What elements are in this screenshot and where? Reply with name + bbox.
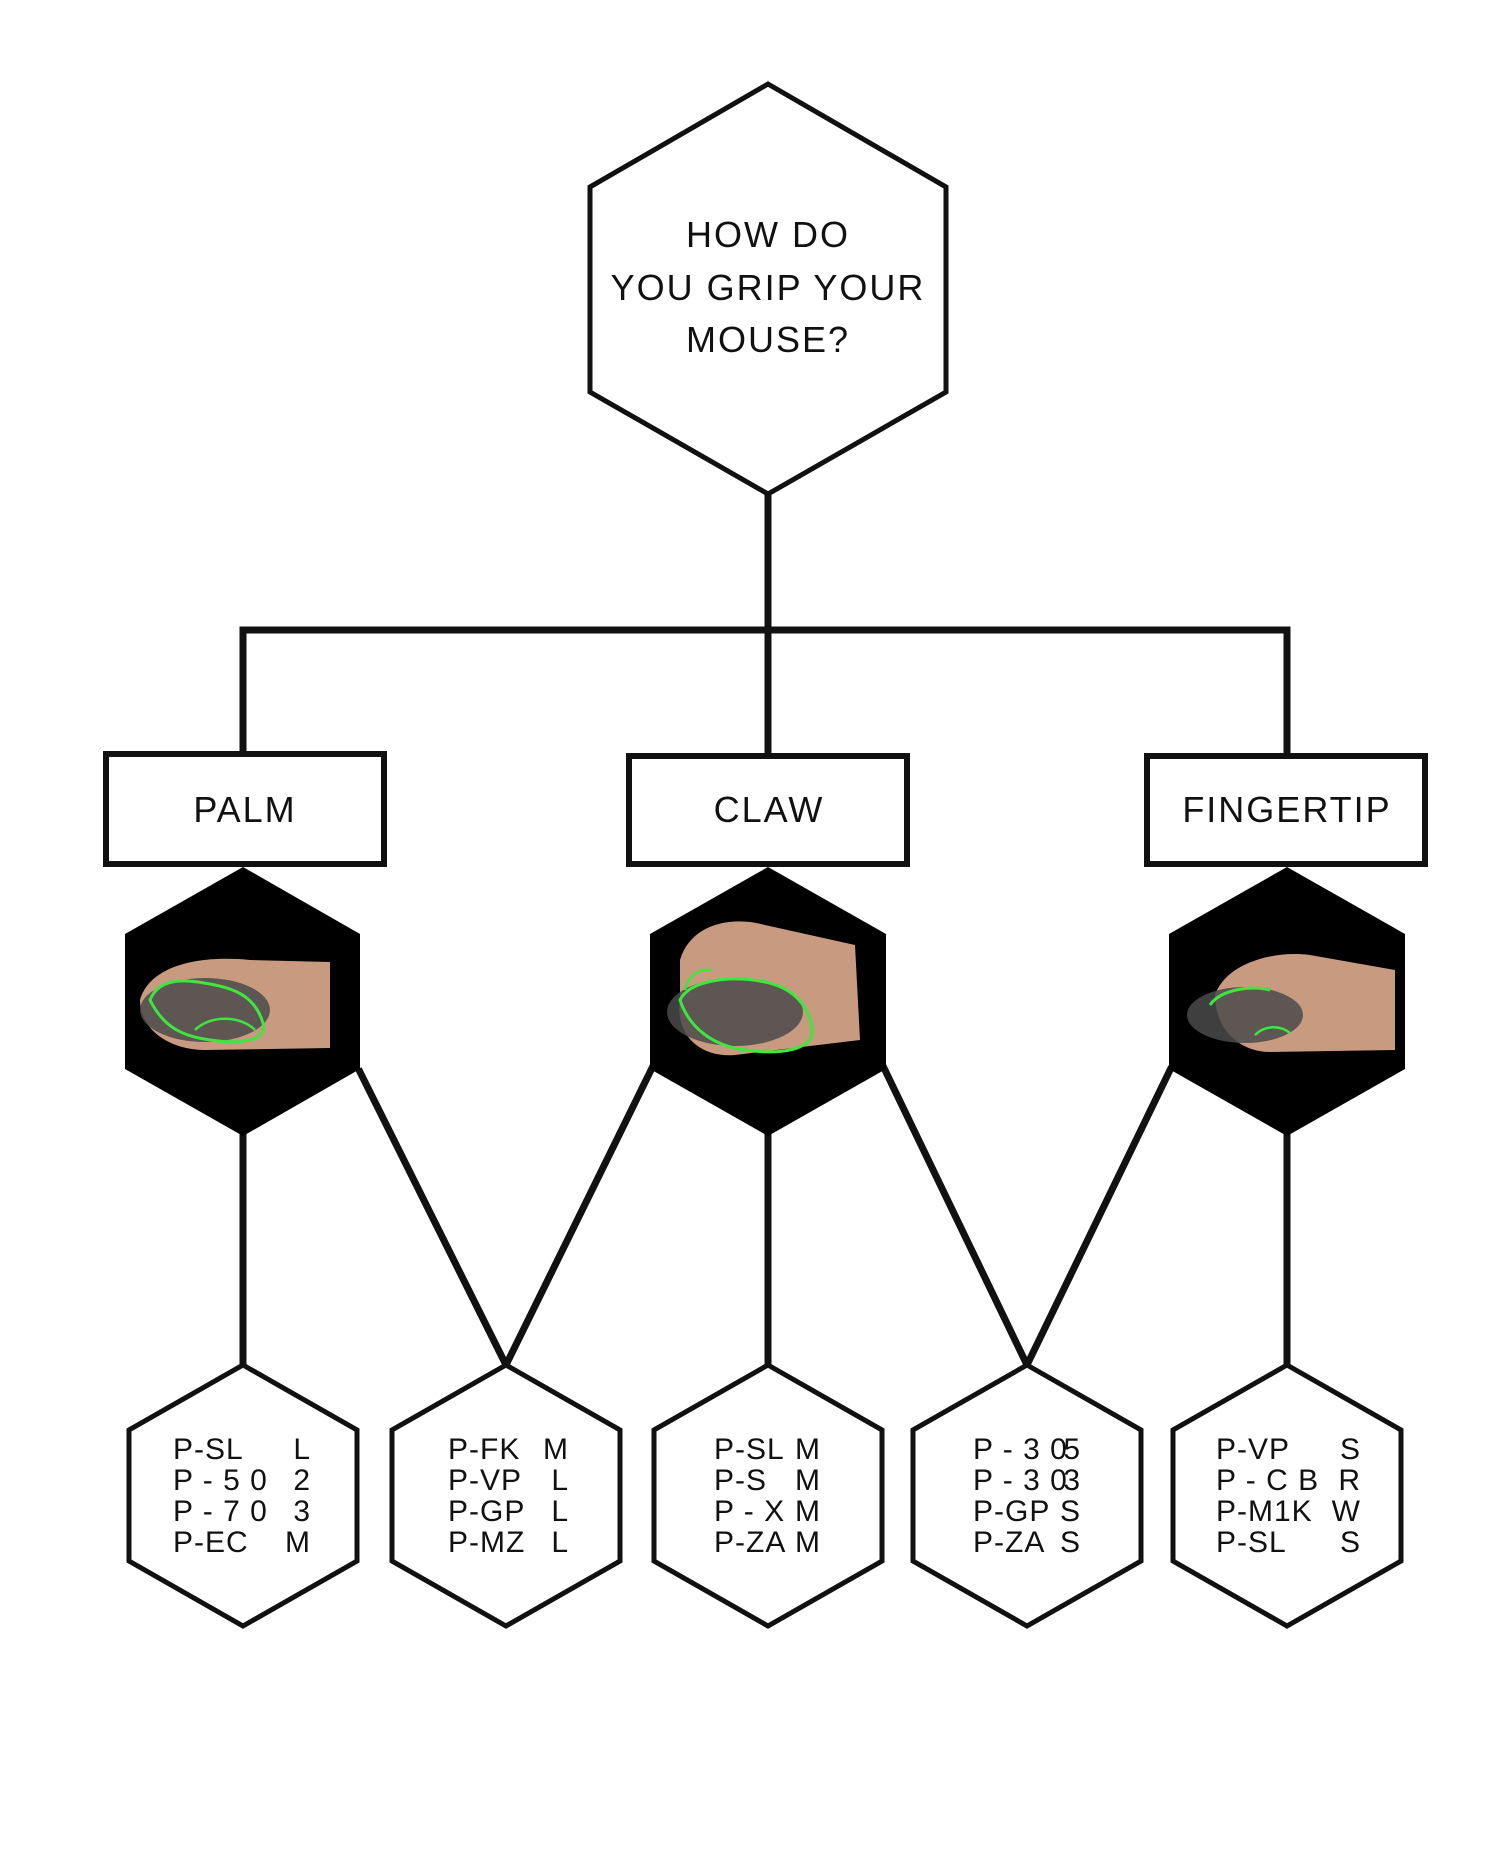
result-3-row-2-size: M [795, 1464, 821, 1497]
connector-palm-result-2 [355, 1067, 511, 1370]
result-1-row-1-model: P-SL [173, 1433, 244, 1466]
result-hexagon-4 [910, 1362, 1144, 1629]
result-3-row-3-size: M [795, 1495, 821, 1528]
result-3-row-2-model: P-S [714, 1464, 767, 1497]
category-palm-box [103, 751, 387, 867]
result-4-row-2-model: P - 3 0 [973, 1464, 1068, 1497]
question-line-2: YOU GRIP YOUR [611, 267, 926, 308]
result-4-row-3-size: S [1060, 1495, 1081, 1528]
result-5-row-4-size: S [1340, 1526, 1361, 1559]
result-5-row-2-model: P - C B [1216, 1464, 1319, 1497]
result-hexagon-2 [389, 1362, 623, 1629]
result-4-row-4-model: P-ZA [973, 1526, 1045, 1559]
connector-lines [239, 488, 1291, 1370]
result-2-row-3-size: L [551, 1495, 569, 1528]
palm-grip-hand-icon [125, 867, 360, 1136]
result-4-row-4-size: S [1060, 1526, 1081, 1559]
fingertip-grip-hand-icon [1169, 867, 1405, 1136]
result-1-row-2-model: P - 5 0 [173, 1464, 268, 1497]
category-fingertip-box [1144, 753, 1428, 867]
question-line-3: MOUSE? [686, 319, 850, 360]
result-2-row-2-model: P-VP [448, 1464, 522, 1497]
result-4-row-1-size: 5 [1063, 1433, 1081, 1466]
category-fingertip: FINGERTIP [1144, 753, 1428, 867]
result-node-2: P-FK M P-VP L P-GP L P-MZ L [389, 1362, 623, 1629]
result-node-1: P-SL L P - 5 0 2 P - 7 0 3 P-EC M [126, 1362, 360, 1629]
result-3-row-1-model: P-SL [714, 1433, 785, 1466]
result-node-4: P - 3 0 5 P - 3 0 3 P-GP S P-ZA S [910, 1362, 1144, 1629]
result-1-row-4-model: P-EC [173, 1526, 249, 1559]
category-claw-label: CLAW [714, 789, 825, 830]
question-line-1: HOW DO [686, 214, 850, 255]
result-2-row-4-size: L [551, 1526, 569, 1559]
category-claw: CLAW [626, 753, 910, 867]
result-node-5: P-VP S P - C B R P-M1K W P-SL S [1170, 1362, 1404, 1629]
result-1-row-1-size: L [293, 1433, 311, 1466]
result-1-row-2-size: 2 [293, 1464, 311, 1497]
claw-grip-hand-icon [650, 867, 886, 1136]
result-3-row-4-model: P-ZA [714, 1526, 786, 1559]
result-5-row-4-model: P-SL [1216, 1526, 1287, 1559]
result-1-row-3-size: 3 [293, 1495, 311, 1528]
result-hexagon-1 [126, 1362, 360, 1629]
result-4-row-1-model: P - 3 0 [973, 1433, 1068, 1466]
result-5-row-1-size: S [1340, 1433, 1361, 1466]
category-claw-box [626, 753, 910, 867]
result-5-row-3-size: W [1332, 1495, 1361, 1528]
result-2-row-2-size: L [551, 1464, 569, 1497]
connector-fingertip-result-4 [1022, 1065, 1175, 1370]
result-3-row-1-size: M [795, 1433, 821, 1466]
result-5-row-2-size: R [1338, 1464, 1361, 1497]
connector-claw-result-2 [501, 1063, 657, 1370]
result-1-row-3-model: P - 7 0 [173, 1495, 268, 1528]
result-hexagon-5 [1170, 1362, 1404, 1629]
connector-claw-result-4 [879, 1063, 1032, 1370]
result-2-row-1-model: P-FK [448, 1433, 520, 1466]
result-2-row-3-model: P-GP [448, 1495, 525, 1528]
question-node: HOW DO YOU GRIP YOUR MOUSE? [587, 81, 949, 497]
category-palm: PALM [103, 751, 387, 867]
result-hexagon-3 [651, 1362, 885, 1629]
result-5-row-3-model: P-M1K [1216, 1495, 1313, 1528]
result-2-row-1-size: M [543, 1433, 569, 1466]
result-4-row-2-size: 3 [1063, 1464, 1081, 1497]
result-node-3: P-SL M P-S M P - X M P-ZA M [651, 1362, 885, 1629]
category-fingertip-label: FINGERTIP [1182, 789, 1391, 830]
result-1-row-4-size: M [285, 1526, 311, 1559]
result-2-row-4-model: P-MZ [448, 1526, 525, 1559]
result-3-row-3-model: P - X [714, 1495, 785, 1528]
category-palm-label: PALM [193, 789, 296, 830]
question-hexagon [587, 81, 949, 497]
result-5-row-1-model: P-VP [1216, 1433, 1290, 1466]
result-3-row-4-size: M [795, 1526, 821, 1559]
result-4-row-3-model: P-GP [973, 1495, 1050, 1528]
